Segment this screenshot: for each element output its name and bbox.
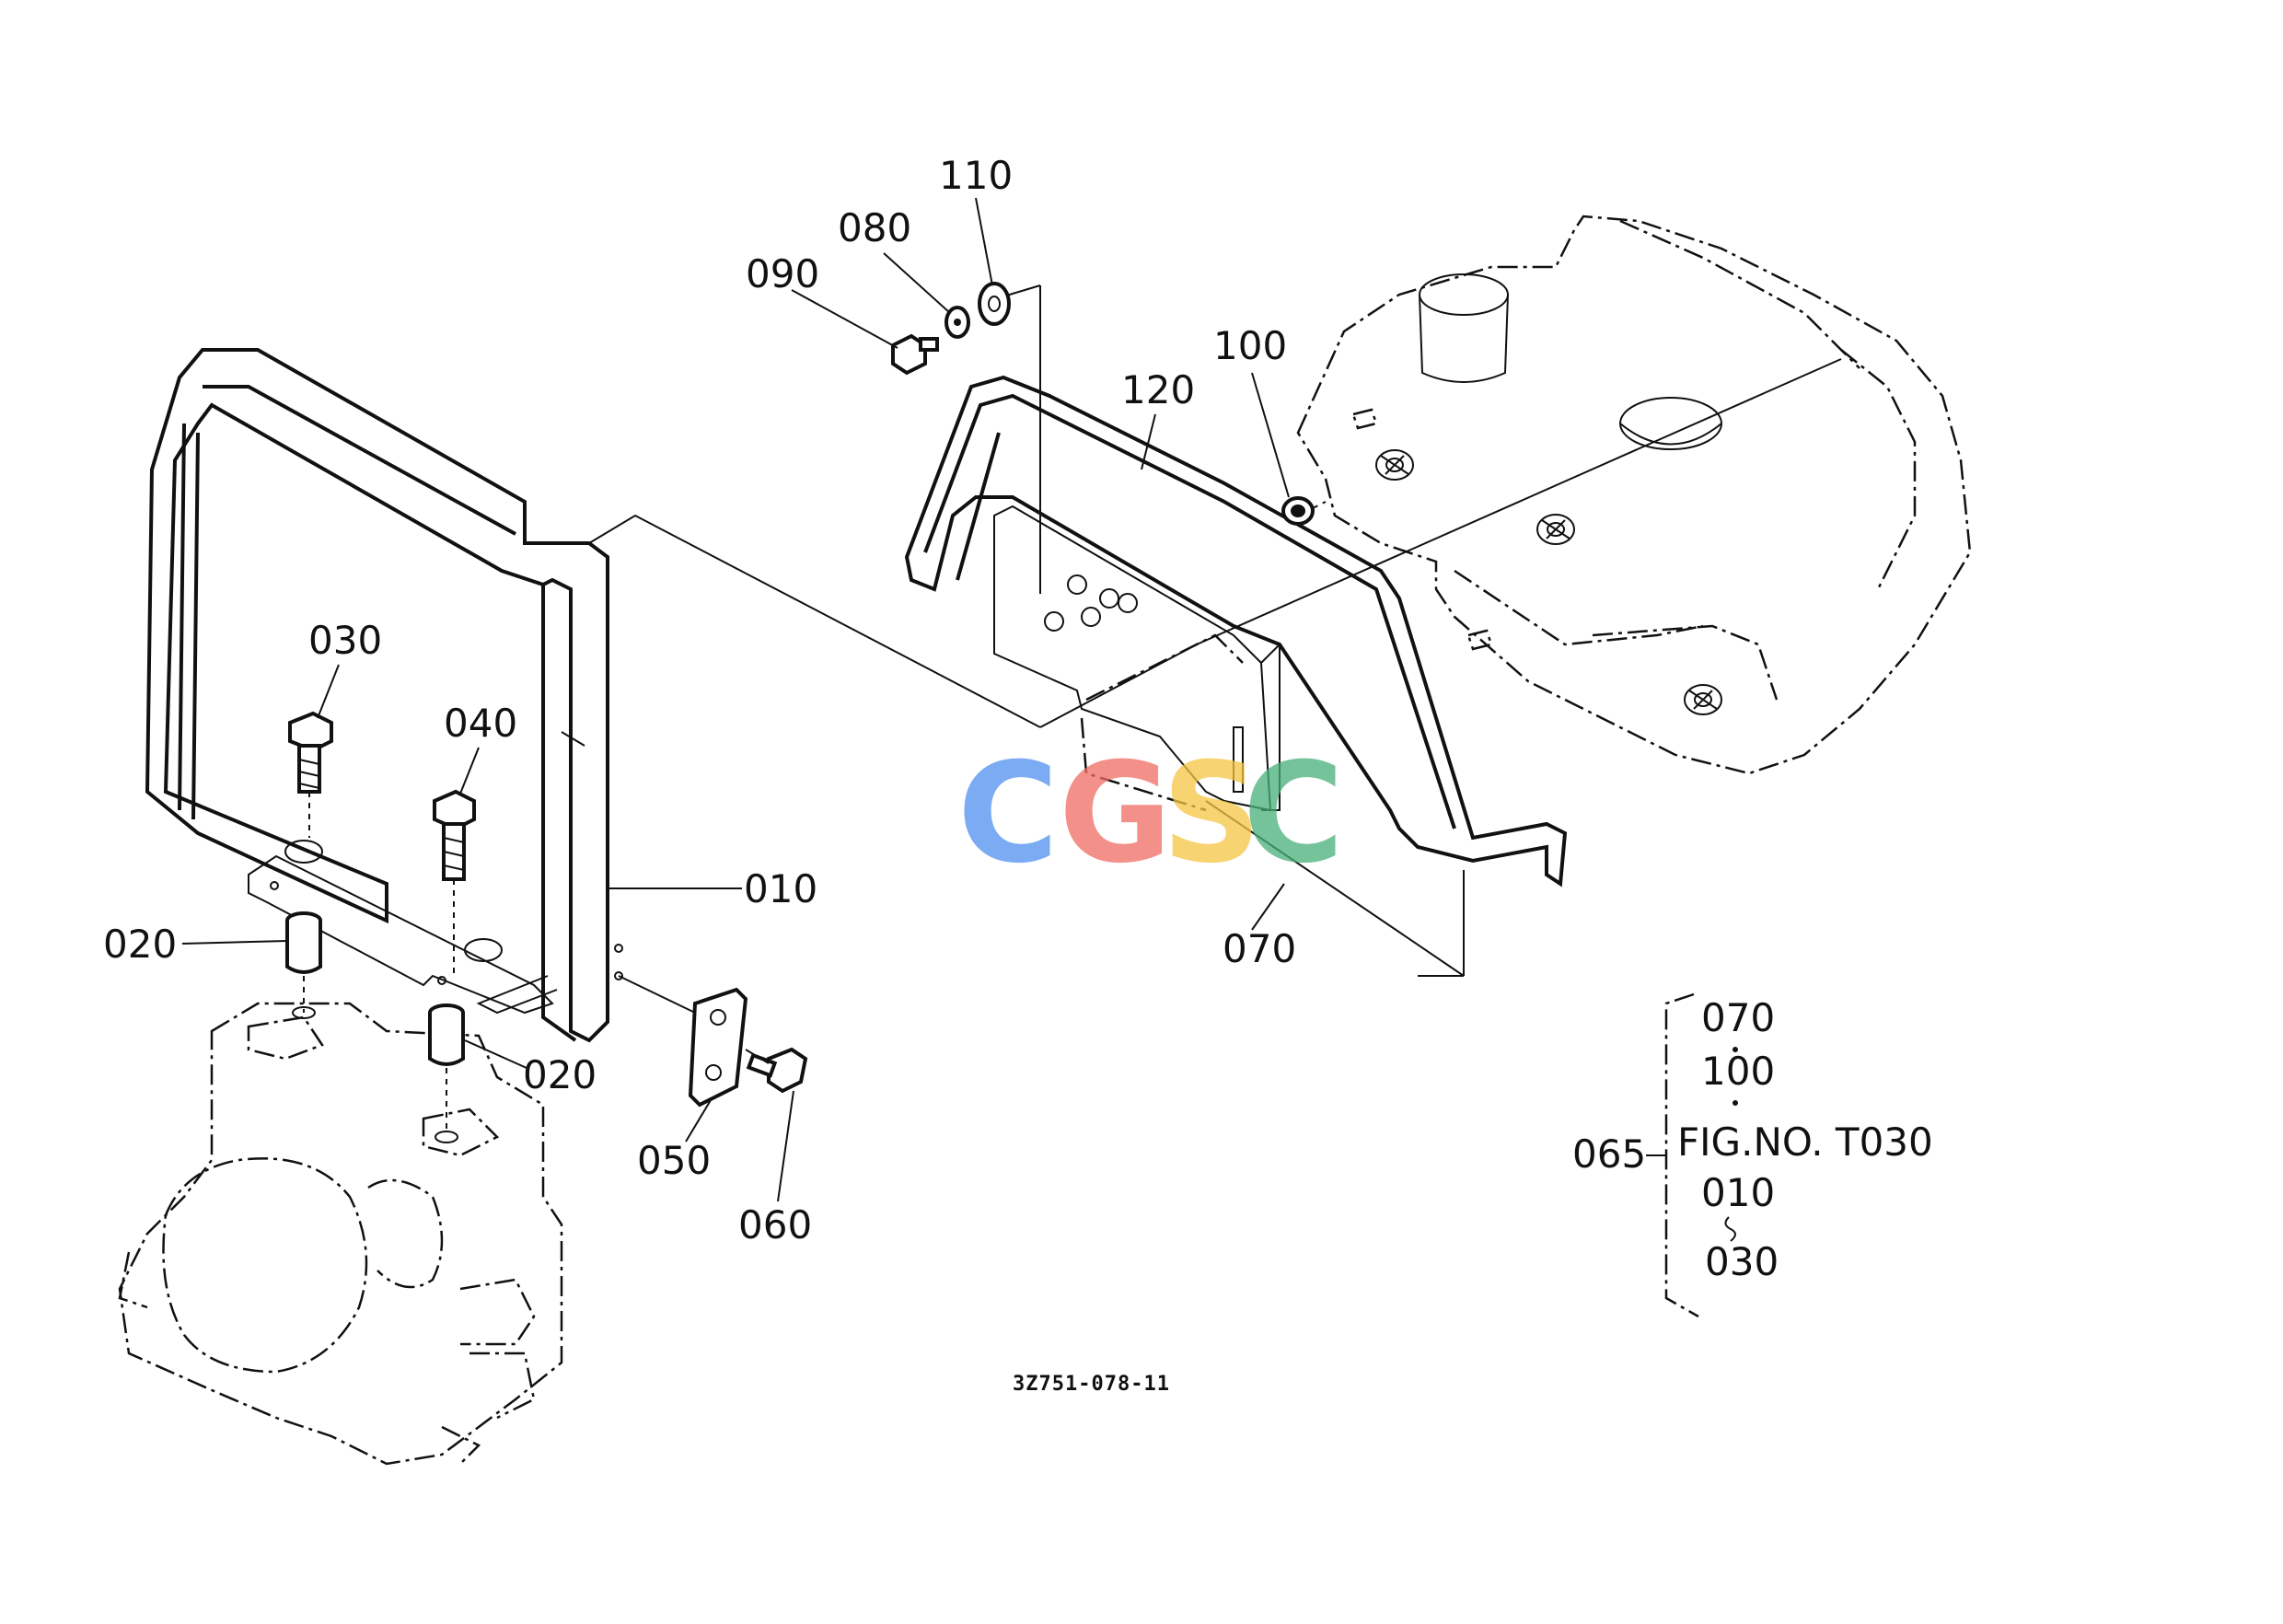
bracket-dashed: [1080, 633, 1244, 812]
washer-110: [978, 282, 1011, 326]
label-070: 070: [1223, 926, 1296, 971]
label-010: 010: [744, 866, 817, 911]
label-120: 120: [1121, 367, 1195, 412]
label-090: 090: [746, 251, 819, 296]
engine-block-outline: [118, 1002, 563, 1466]
watermark-letter-g: G: [1059, 734, 1172, 894]
cover-120: [904, 284, 1568, 977]
fuel-tank-outline: [1296, 215, 1972, 775]
bolt-040: [433, 789, 476, 976]
group-item-fig-ref: FIG.NO. T030: [1677, 1119, 1933, 1165]
bolt-090: [891, 333, 939, 376]
frame-010: [145, 348, 623, 1043]
group-note-065: 065 070 100 FIG.NO. T030 010 030: [1572, 992, 1933, 1318]
label-020-b: 020: [523, 1052, 597, 1097]
washer-080: [944, 306, 970, 339]
watermark-letter-s: S: [1162, 734, 1261, 894]
spacer-020-b: [428, 1003, 465, 1143]
label-100: 100: [1213, 323, 1287, 368]
drawing-number: 3Z751-078-11: [1013, 1373, 1170, 1396]
group-item-010: 010: [1701, 1170, 1775, 1215]
label-080: 080: [838, 205, 911, 250]
label-110: 110: [939, 153, 1013, 198]
group-item-070: 070: [1701, 995, 1775, 1040]
watermark-letter-c1: C: [957, 734, 1059, 894]
bolt-060: [745, 1047, 808, 1094]
label-040: 040: [444, 701, 517, 746]
watermark-logo: C G S C: [957, 734, 1344, 894]
spacer-020-a: [285, 911, 322, 1019]
grommet-100: [1281, 496, 1327, 526]
plate-050: [618, 975, 748, 1108]
label-030: 030: [308, 618, 382, 663]
leader-lines: [561, 358, 1842, 977]
watermark-letter-c2: C: [1243, 734, 1344, 894]
group-label-065: 065: [1572, 1131, 1646, 1177]
label-060: 060: [738, 1202, 812, 1247]
group-item-100: 100: [1701, 1049, 1775, 1094]
label-050: 050: [637, 1138, 711, 1183]
bolt-030: [288, 711, 333, 838]
label-020-a: 020: [103, 922, 177, 967]
group-item-030: 030: [1705, 1239, 1779, 1284]
part-labels: 110 080 090 100 120 030 040 010 020 020 …: [103, 153, 1296, 1247]
